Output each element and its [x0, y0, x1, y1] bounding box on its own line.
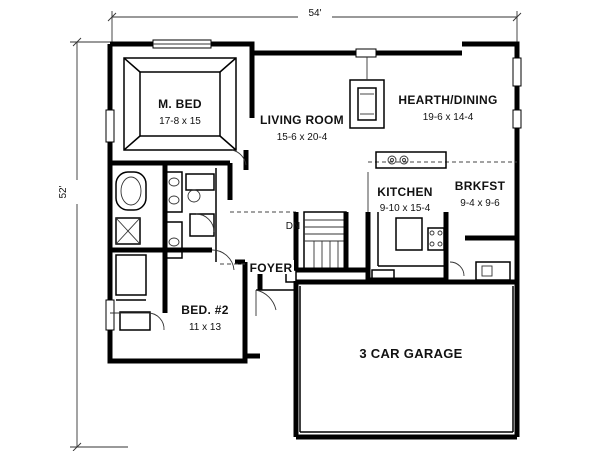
room-name-living-room: LIVING ROOM: [260, 113, 344, 127]
width-dimension: 54': [107, 5, 522, 45]
stairs-label: DN: [286, 221, 300, 232]
depth-dimension: 52': [58, 37, 128, 451]
bathtub: [115, 171, 147, 211]
shower: [115, 217, 141, 245]
fireplace: [349, 57, 385, 129]
room-name-bed-2: BED. #2: [181, 303, 228, 317]
stairs: [293, 211, 368, 273]
room-size-bed-2: 11 x 13: [189, 322, 221, 333]
room-name-brkfst: BRKFST: [455, 179, 506, 193]
room-size-brkfst: 9-4 x 9-6: [460, 198, 500, 209]
master-bath: [110, 163, 217, 331]
room-name-foyer: FOYER: [250, 261, 293, 275]
room-bed-2: BED. #2 11 x 13: [181, 303, 228, 333]
room-name-garage: 3 CAR GARAGE: [359, 346, 462, 361]
room-kitchen: KITCHEN 9-10 x 15-4: [372, 184, 436, 214]
room-brkfst: BRKFST 9-4 x 9-6: [455, 179, 506, 209]
room-size-master-bed: 17-8 x 15: [159, 116, 201, 127]
bay-windows: [105, 39, 522, 331]
exterior-walls: [107, 41, 520, 440]
kitchen-area: [365, 151, 517, 283]
room-garage: 3 CAR GARAGE: [359, 346, 462, 361]
room-name-master-bed: M. BED: [158, 97, 202, 111]
master-bed-area: [110, 53, 255, 170]
room-name-kitchen: KITCHEN: [377, 185, 432, 199]
width-dimension-label: 54': [308, 8, 321, 19]
room-hearth-dining: HEARTH/DINING 19-6 x 14-4: [398, 93, 497, 123]
room-size-kitchen: 9-10 x 15-4: [380, 203, 431, 214]
brkfst-area: [443, 235, 517, 285]
room-master-bed: M. BED 17-8 x 15: [158, 97, 202, 127]
room-size-living-room: 15-6 x 20-4: [277, 132, 328, 143]
kitchen-island: [395, 217, 423, 251]
room-name-hearth-dining: HEARTH/DINING: [398, 93, 497, 107]
bed-2-area: [110, 247, 248, 356]
room-size-hearth-dining: 19-6 x 14-4: [423, 112, 474, 123]
foyer-area: [220, 163, 297, 316]
garage-area: [296, 279, 517, 433]
room-living-room: LIVING ROOM 15-6 x 20-4: [260, 113, 344, 143]
room-foyer: FOYER: [248, 260, 294, 275]
depth-dimension-label: 52': [58, 185, 69, 198]
